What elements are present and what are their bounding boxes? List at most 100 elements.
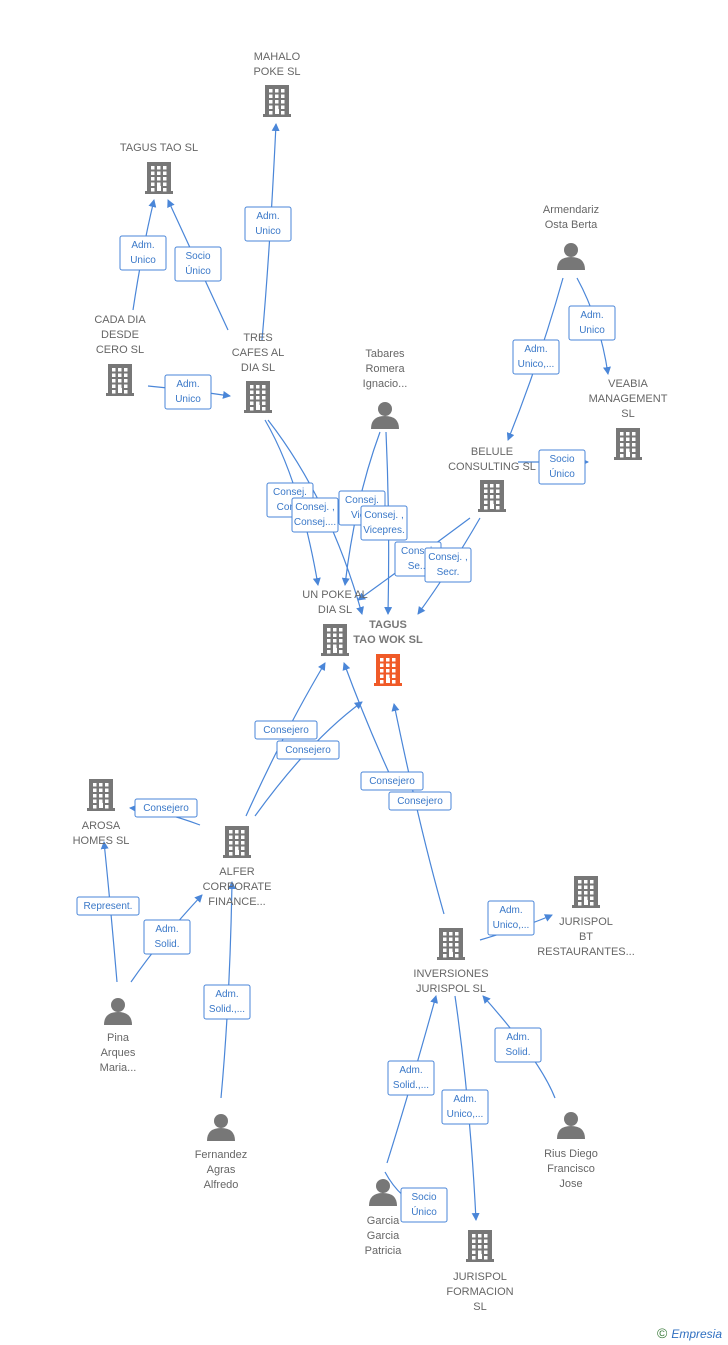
relation-label-text: Consej. , [364, 510, 403, 521]
unpoke-label-line: DIA SL [318, 604, 352, 616]
trescafes-label-line: TRES [243, 332, 272, 344]
fernandez-person-icon[interactable] [207, 1114, 235, 1141]
jurispolformacion-label-line: FORMACION [446, 1286, 513, 1298]
rius-label-line: Francisco [547, 1163, 595, 1175]
relation-label-text: Vicepres. [363, 525, 405, 536]
tagustao-label-line: TAGUS TAO SL [120, 142, 198, 154]
relation-label-text: Único [411, 1205, 437, 1218]
pina-person-icon[interactable] [104, 998, 132, 1025]
tagustaowok-label-line: TAGUS [369, 619, 407, 631]
cadadia-label-line: CADA DIA [94, 314, 146, 326]
relation-label[interactable]: Adm.Solid.,... [387, 1060, 435, 1096]
jurispolformacion-label-line: SL [473, 1301, 486, 1313]
alfer-building-icon[interactable] [223, 826, 251, 858]
relation-label[interactable]: Adm. Unico,... [487, 900, 535, 936]
fernandez-label-line: Alfredo [204, 1179, 239, 1191]
relation-label-text: Unico [579, 325, 605, 336]
armendariz-label-line: Armendariz [543, 204, 599, 216]
relation-label[interactable]: Adm.Solid. [494, 1027, 542, 1063]
relation-label-text: Consejero [143, 803, 189, 814]
footer-brand[interactable]: ©Empresia [657, 1325, 722, 1341]
relation-label[interactable]: Consejero [134, 798, 198, 818]
alfer-label-line: FINANCE... [208, 896, 265, 908]
relation-label-text: Represent. [84, 901, 133, 912]
inversiones-building-icon[interactable] [437, 928, 465, 960]
relation-label[interactable]: Adm.Unico [164, 374, 212, 410]
relation-label-text: Solid.,... [393, 1080, 429, 1091]
relation-label[interactable]: Consej. ,Consej.... [291, 497, 339, 533]
jurispolbt-building-icon[interactable] [572, 876, 600, 908]
relation-label-text: Secr. [437, 567, 460, 578]
armendariz-label-line: Osta Berta [545, 219, 598, 231]
jurispolbt-label-line: RESTAURANTES... [537, 946, 635, 958]
relation-label-text: Unico,... [493, 920, 530, 931]
relation-label[interactable]: Adm.Solid.,... [203, 984, 251, 1020]
relation-label[interactable]: Consejero [276, 740, 340, 760]
relation-label[interactable]: Adm.Unico,... [512, 339, 560, 375]
relation-label-text: Socio [549, 454, 574, 465]
pina-label-line: Arques [101, 1047, 136, 1059]
arosa-label-line: HOMES SL [73, 835, 130, 847]
tabares-person-icon[interactable] [371, 402, 399, 429]
relation-label-text: Consej. , [295, 502, 334, 513]
veabia-label-line: VEABIA [608, 378, 648, 390]
relation-label[interactable]: Represent. [76, 896, 140, 916]
veabia-building-icon[interactable] [614, 428, 642, 460]
rius-person-icon[interactable] [557, 1112, 585, 1139]
relation-label-text: Unico [130, 255, 156, 266]
fernandez-label-line: Agras [207, 1164, 236, 1176]
relation-label-text: Adm. [155, 924, 178, 935]
arosa-label-line: AROSA [82, 820, 121, 832]
relation-label[interactable]: Consejero [388, 791, 452, 811]
jurispolbt-label-line: JURISPOL [559, 916, 613, 928]
relation-label[interactable]: Adm.Unico,... [441, 1089, 489, 1125]
relation-label-text: Consej. [401, 546, 435, 557]
relation-label[interactable]: Adm.Unico [244, 206, 292, 242]
mahalo-label-line: MAHALO [254, 51, 301, 63]
belule-label-line: BELULE [471, 446, 513, 458]
inversiones-label-line: INVERSIONES [413, 968, 488, 980]
edge-inversiones-to-unpoke [342, 662, 391, 776]
relation-label[interactable]: Consej. , Secr. [424, 547, 472, 583]
mahalo-label-line: POKE SL [253, 66, 300, 78]
jurispolformacion-building-icon[interactable] [466, 1230, 494, 1262]
relation-label-text: Unico,... [447, 1109, 484, 1120]
relation-label-text: Adm. [215, 989, 238, 1000]
tagustao-building-icon[interactable] [145, 162, 173, 194]
relation-label-text: Consejero [369, 776, 415, 787]
relation-label[interactable]: Adm.Solid. [143, 919, 191, 955]
belule-building-icon[interactable] [478, 480, 506, 512]
armendariz-person-icon[interactable] [557, 243, 585, 270]
trescafes-label-line: CAFES AL [232, 347, 285, 359]
unpoke-building-icon[interactable] [321, 624, 349, 656]
tabares-label-line: Ignacio... [363, 378, 408, 390]
alfer-label-line: CORPORATE [203, 881, 272, 893]
garcia-person-icon[interactable] [369, 1179, 397, 1206]
garcia-label-line: Patricia [365, 1245, 403, 1257]
veabia-label-line: SL [621, 408, 634, 420]
relation-label-text: Único [549, 467, 575, 480]
relation-label-text: Consej. , [428, 552, 467, 563]
relation-label[interactable]: Consejero [254, 720, 318, 740]
relation-label-text: Adm. [499, 905, 522, 916]
trescafes-label-line: DIA SL [241, 362, 275, 374]
trescafes-building-icon[interactable] [244, 381, 272, 413]
arosa-building-icon[interactable] [87, 779, 115, 811]
relation-label-text: Adm. [176, 379, 199, 390]
belule-label-line: CONSULTING SL [448, 461, 536, 473]
relation-label[interactable]: Adm.Unico [568, 305, 616, 341]
inversiones-label-line: JURISPOL SL [416, 983, 486, 995]
tagustaowok-building-icon[interactable] [374, 654, 402, 686]
relation-label[interactable]: Consej. , Vicepres. [360, 505, 408, 541]
relation-label[interactable]: Consejero [360, 771, 424, 791]
relation-label-text: Adm. [256, 211, 279, 222]
relation-label[interactable]: Adm.Unico [119, 235, 167, 271]
garcia-label-line: Garcia [367, 1230, 400, 1242]
mahalo-building-icon[interactable] [263, 85, 291, 117]
cadadia-building-icon[interactable] [106, 364, 134, 396]
cadadia-label-line: CERO SL [96, 344, 144, 356]
